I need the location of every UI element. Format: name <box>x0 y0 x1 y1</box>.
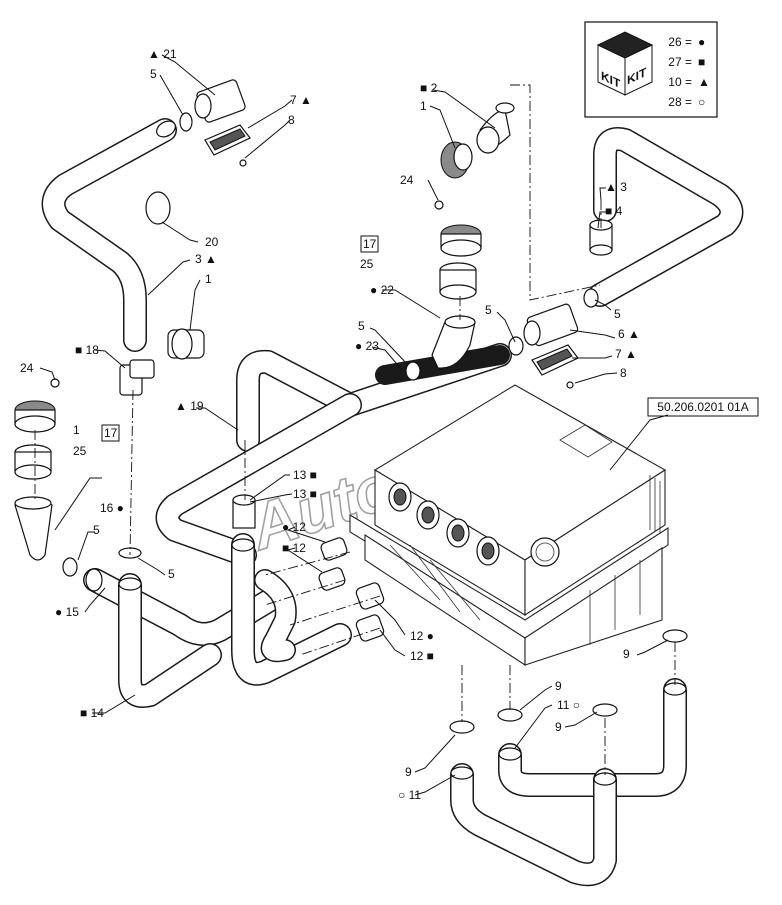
callout-c8a: 8 <box>288 113 295 127</box>
callout-c24a: 24 <box>20 361 34 375</box>
callout-c16: 16 ● <box>100 501 124 515</box>
callout-c20: 20 <box>205 235 219 249</box>
callout-c19: ▲ 19 <box>175 399 204 413</box>
callout-c9a: 9 <box>623 647 630 661</box>
pipe-3-left <box>41 118 177 352</box>
callout-leaders <box>39 54 669 796</box>
callout-c3a: 3 ▲ <box>195 252 217 266</box>
callout-c3b: ▲ 3 <box>605 180 627 194</box>
kit-legend: KIT KIT 26 = ● 27 = ■ 10 = ▲ 28 = ○ <box>584 21 718 118</box>
kit-icon: KIT KIT <box>596 31 654 96</box>
callout-c7a: 7 ▲ <box>290 93 312 107</box>
part-18 <box>119 359 155 396</box>
control-unit <box>349 384 669 667</box>
callout-c12b: ■ 12 <box>282 541 306 555</box>
callout-c1c: 1 <box>420 99 427 113</box>
kit-legend-symbol: ○ <box>698 95 705 109</box>
callout-c1a: 1 <box>205 272 212 286</box>
kit-box-c17a <box>101 424 120 442</box>
kit-legend-entry: 28 = <box>668 95 692 109</box>
part-1a <box>167 328 205 360</box>
callout-c12d: 12 ■ <box>410 649 434 663</box>
pipe-15 <box>83 568 282 646</box>
callout-c8b: 8 <box>620 366 627 380</box>
callout-c6: 6 ▲ <box>618 327 640 341</box>
callout-c17a: 17 <box>104 426 118 440</box>
pipe-11-right <box>498 678 687 797</box>
kit-legend-entries: 26 = ● 27 = ■ 10 = ▲ 28 = ○ <box>668 35 710 109</box>
callout-c25a: 25 <box>73 444 87 458</box>
pipe-19 <box>155 343 512 567</box>
callout-c14: ■ 14 <box>80 706 104 720</box>
duct-ports <box>388 482 560 567</box>
callout-c21: ▲ 21 <box>148 47 177 61</box>
callout-c9d: 9 <box>405 765 412 779</box>
callout-c25b: 25 <box>360 257 374 271</box>
part-13-sleeve <box>232 494 256 529</box>
kit-legend-entry: 10 = <box>668 75 692 89</box>
clamp-9b <box>497 708 523 722</box>
screw-24b <box>434 200 444 210</box>
callout-c2: ■ 2 <box>420 81 438 95</box>
ring-20 <box>145 191 171 225</box>
kit-box-c17b <box>360 235 379 253</box>
pipe-11-left <box>450 763 617 887</box>
callout-c5a: 5 <box>150 67 157 81</box>
callout-c11b: ○ 11 <box>398 788 421 802</box>
callout-c23: ● 23 <box>355 339 379 353</box>
part-6 <box>523 303 579 347</box>
kit-legend-symbol: ■ <box>698 55 705 69</box>
callout-c12c: 12 ● <box>410 629 434 643</box>
clamp-9d <box>449 720 475 734</box>
callout-c9c: 9 <box>555 720 562 734</box>
part-7a <box>204 124 251 156</box>
pipe-14 <box>118 573 222 708</box>
callout-c7b: 7 ▲ <box>615 347 637 361</box>
clamp-5a <box>179 112 193 132</box>
kit-legend-entry: 27 = <box>668 55 692 69</box>
callout-c24b: 24 <box>400 173 414 187</box>
screw-8b <box>566 381 574 389</box>
callout-c4: ■ 4 <box>605 204 623 218</box>
duct-pipes <box>41 118 744 887</box>
kit-legend-symbol: ● <box>698 35 705 49</box>
callout-c11a: 11 ○ <box>557 698 580 712</box>
callout-c5f: 5 <box>614 307 621 321</box>
pipe-13 <box>231 533 352 686</box>
pipe-3-right <box>588 127 744 307</box>
callout-c5d: 5 <box>358 319 365 333</box>
screw-8a <box>239 159 247 167</box>
callout-c12a: ● 12 <box>282 520 306 534</box>
reference-label: 50.206.0201 01A <box>647 397 759 417</box>
part-2 <box>476 102 515 154</box>
part-1c <box>440 141 473 179</box>
screw-24a <box>50 378 60 388</box>
callout-c13a: 13 ■ <box>293 468 317 482</box>
callout-c9b: 9 <box>555 679 562 693</box>
callout-c18: ■ 18 <box>75 343 99 357</box>
callout-c13b: 13 ■ <box>293 487 317 501</box>
callout-c22: ● 22 <box>370 283 394 297</box>
callout-c5e: 5 <box>485 303 492 317</box>
clamp-5b <box>62 557 78 577</box>
assembly-centerlines <box>34 84 676 775</box>
callout-c5c: 5 <box>168 567 175 581</box>
part-22 <box>431 315 476 369</box>
clamp-5d <box>405 361 421 381</box>
reference-text: 50.206.0201 01A <box>657 400 748 414</box>
callout-c15: ● 15 <box>55 605 79 619</box>
callout-c1b: 1 <box>73 423 80 437</box>
clamp-9c <box>592 703 618 717</box>
kit-legend-entry: 26 = <box>668 35 692 49</box>
callout-c5b: 5 <box>93 523 100 537</box>
callout-c17b: 17 <box>363 237 377 251</box>
vent-stack-center <box>439 224 482 300</box>
kit-legend-symbol: ▲ <box>698 75 710 89</box>
clamp-5e <box>508 336 524 356</box>
part-7b <box>531 344 579 376</box>
clamp-5f <box>583 288 599 308</box>
